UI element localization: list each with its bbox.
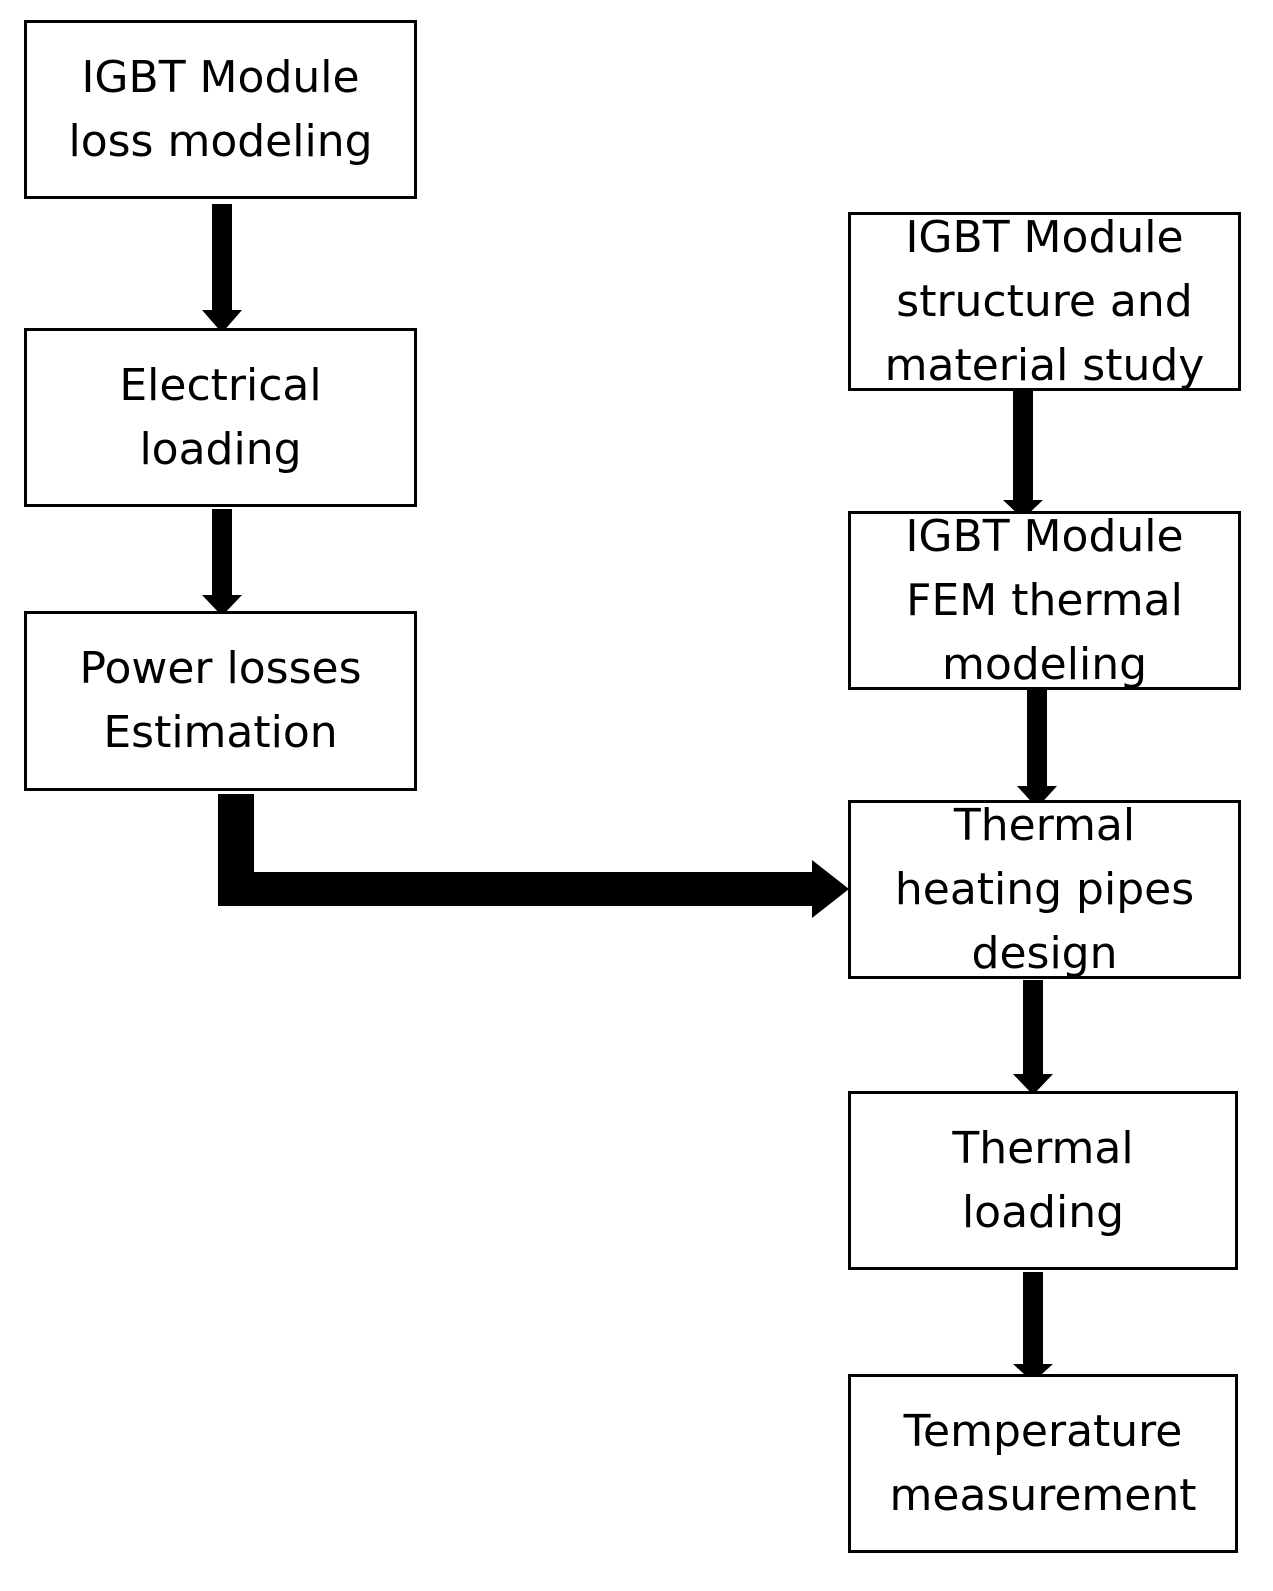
node-temperature-measurement: Temperature measurement xyxy=(848,1374,1238,1553)
node-structure-study-line-1: IGBT Module xyxy=(905,211,1184,263)
node-heating-pipes-line-1: Thermal xyxy=(953,799,1136,851)
node-structure-study-line-2: structure and xyxy=(896,275,1193,327)
node-fem-modeling: IGBT Module FEM thermal modeling xyxy=(848,511,1241,690)
arrow-power-to-heating xyxy=(218,794,849,918)
arrow-thermal-to-temperature xyxy=(1013,1272,1053,1382)
node-power-losses-line-1: Power losses xyxy=(79,643,362,694)
arrow-electrical-to-power xyxy=(202,509,242,616)
node-fem-modeling-line-2: FEM thermal xyxy=(906,574,1183,626)
node-loss-modeling: IGBT Module loss modeling xyxy=(24,20,417,199)
node-power-losses: Power losses Estimation xyxy=(24,611,417,791)
node-loss-modeling-line-1: IGBT Module xyxy=(81,51,360,103)
node-heating-pipes-line-3: design xyxy=(971,927,1118,979)
node-electrical-loading-line-1: Electrical xyxy=(119,359,322,411)
node-thermal-loading-line-1: Thermal xyxy=(952,1122,1134,1174)
node-thermal-loading: Thermal loading xyxy=(848,1091,1238,1270)
node-thermal-loading-line-2: loading xyxy=(961,1186,1125,1238)
node-loss-modeling-line-2: loss modeling xyxy=(68,115,373,167)
node-heating-pipes-line-2: heating pipes xyxy=(894,863,1195,915)
arrow-structure-to-fem xyxy=(1003,390,1043,519)
node-temperature-measurement-line-1: Temperature xyxy=(903,1405,1183,1457)
node-temperature-measurement-line-2: measurement xyxy=(889,1469,1197,1521)
node-power-losses-line-2: Estimation xyxy=(103,707,338,758)
node-structure-study: IGBT Module structure and material study xyxy=(848,212,1241,391)
arrow-loss-to-electrical xyxy=(202,204,242,333)
node-fem-modeling-line-1: IGBT Module xyxy=(905,510,1184,562)
arrow-fem-to-heating xyxy=(1017,690,1057,808)
node-electrical-loading-line-2: loading xyxy=(139,423,302,475)
arrow-heating-to-thermal xyxy=(1013,980,1053,1095)
node-heating-pipes: Thermal heating pipes design xyxy=(848,800,1241,979)
node-fem-modeling-line-3: modeling xyxy=(941,638,1148,690)
node-electrical-loading: Electrical loading xyxy=(24,328,417,507)
node-structure-study-line-3: material study xyxy=(884,339,1205,391)
